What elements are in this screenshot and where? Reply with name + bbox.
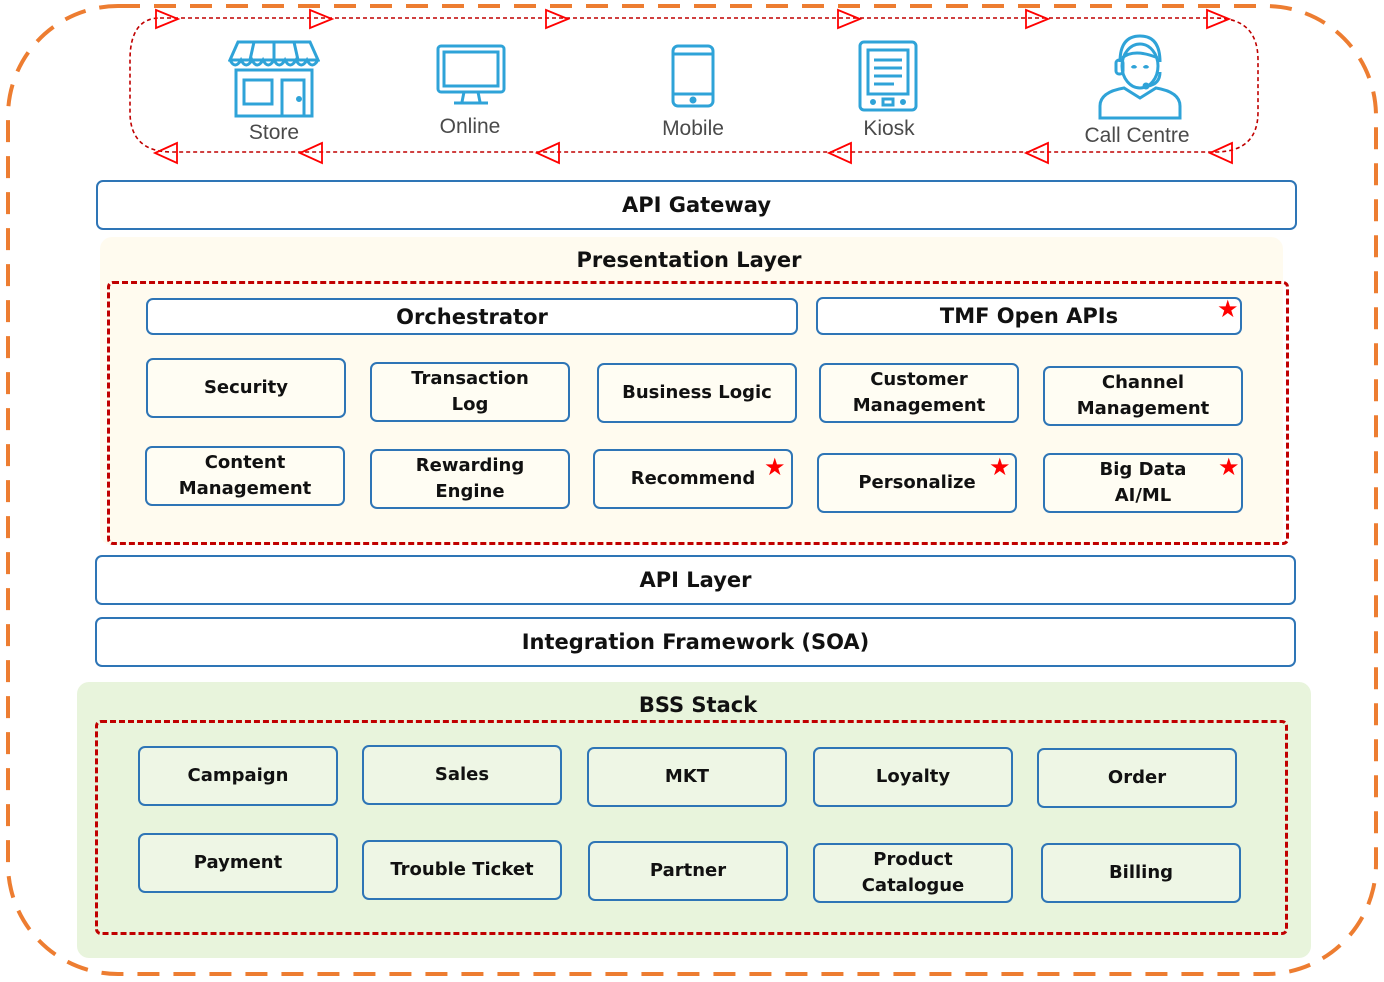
api-layer-bar: API Layer (95, 555, 1296, 605)
product-catalogue-box: Product Catalogue (813, 843, 1013, 903)
monitor-icon (436, 44, 506, 105)
red-star-icon: ★ (1217, 295, 1239, 323)
red-star-icon: ★ (1218, 453, 1240, 481)
payment-box: Payment (138, 833, 338, 893)
channel-label-store: Store (248, 121, 300, 144)
channel-label-call-centre: Call Centre (1084, 124, 1190, 147)
recommend-box: Recommend (593, 449, 793, 509)
mkt-box: MKT (587, 747, 787, 807)
partner-box: Partner (588, 841, 788, 901)
channel-label-kiosk: Kiosk (863, 117, 915, 140)
bss-stack-title: BSS Stack (638, 693, 758, 717)
personalize-box: Personalize (817, 453, 1017, 513)
loyalty-box: Loyalty (813, 747, 1013, 807)
order-box: Order (1037, 748, 1237, 808)
channel-label-mobile: Mobile (662, 117, 724, 140)
channel-management-box: Channel Management (1043, 366, 1243, 426)
arrow-right-icons (155, 8, 1232, 30)
presentation-layer-title: Presentation Layer (576, 248, 802, 272)
content-management-box: Content Management (145, 446, 345, 506)
tmf-open-apis-bar: TMF Open APIs (816, 297, 1242, 335)
channel-loop (129, 17, 1259, 153)
presentation-dashed-box (107, 281, 1289, 545)
bss-stack-band (77, 682, 1311, 958)
customer-management-box: Customer Management (819, 363, 1019, 423)
billing-box: Billing (1041, 843, 1241, 903)
store-icon (228, 40, 320, 118)
big-data-ai-ml-box: Big Data AI/ML (1043, 453, 1243, 513)
security-box: Security (146, 358, 346, 418)
integration-framework-bar: Integration Framework (SOA) (95, 617, 1296, 667)
trouble-ticket-box: Trouble Ticket (362, 840, 562, 900)
headset-agent-icon (1098, 34, 1182, 120)
sales-box: Sales (362, 745, 562, 805)
mobile-icon (671, 44, 715, 108)
bss-dashed-box (95, 720, 1288, 935)
rewarding-engine-box: Rewarding Engine (370, 449, 570, 509)
red-star-icon: ★ (764, 453, 786, 481)
campaign-box: Campaign (138, 746, 338, 806)
red-star-icon: ★ (989, 453, 1011, 481)
business-logic-box: Business Logic (597, 363, 797, 423)
kiosk-icon (858, 40, 918, 112)
orchestrator-bar: Orchestrator (146, 298, 798, 335)
arrow-left-icons (152, 141, 1233, 165)
channel-label-online: Online (439, 115, 501, 138)
transaction-log-box: Transaction Log (370, 362, 570, 422)
api-gateway-bar: API Gateway (96, 180, 1297, 230)
